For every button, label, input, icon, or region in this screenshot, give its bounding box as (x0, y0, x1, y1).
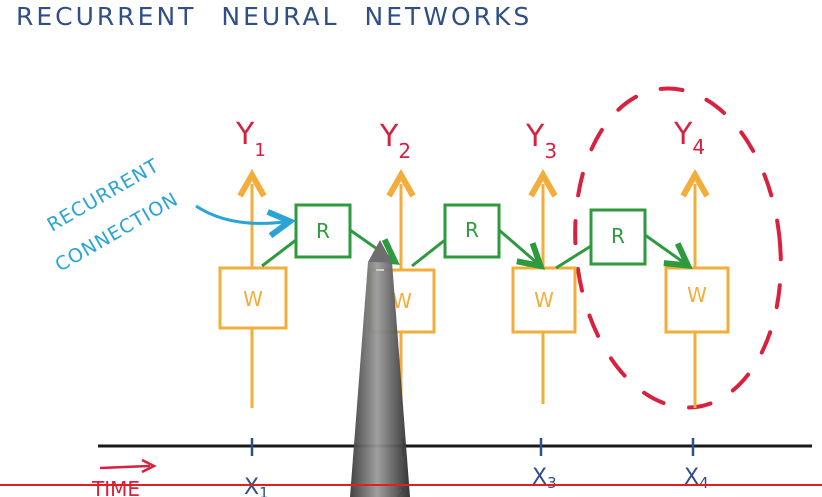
r-label-3: R (611, 224, 625, 248)
input-label-4: X4 (684, 465, 709, 492)
w-label-2: W (392, 289, 412, 313)
output-label-4: Y4 (673, 117, 705, 159)
page-title: RECURRENT NEURAL NETWORKS (16, 2, 533, 31)
output-label-3: Y3 (525, 119, 557, 163)
r-in-3 (555, 244, 592, 270)
w-cell-4: W (664, 266, 730, 334)
time-arrow-head (141, 458, 157, 474)
r-label-1: R (316, 219, 330, 243)
r-in-2 (411, 238, 446, 268)
r-out-2 (498, 228, 536, 262)
w-cell-1: W (218, 266, 288, 330)
input-label-3: X3 (532, 465, 557, 492)
r-in-1 (261, 238, 297, 268)
pen-icon (350, 240, 410, 497)
w-cell-3: W (511, 266, 577, 334)
w-label-1: W (243, 287, 263, 311)
annotation-arrow (195, 204, 284, 223)
r-out-3 (644, 233, 683, 262)
time-arrow (99, 464, 151, 470)
w-label-3: W (534, 288, 554, 312)
r-label-2: R (465, 218, 479, 242)
r-cell-3 (589, 208, 647, 266)
output-label-2: Y2 (379, 119, 411, 163)
w-label-4: W (687, 283, 707, 307)
output-label-1: Y1 (235, 117, 266, 161)
time-label: TIME (91, 477, 140, 497)
